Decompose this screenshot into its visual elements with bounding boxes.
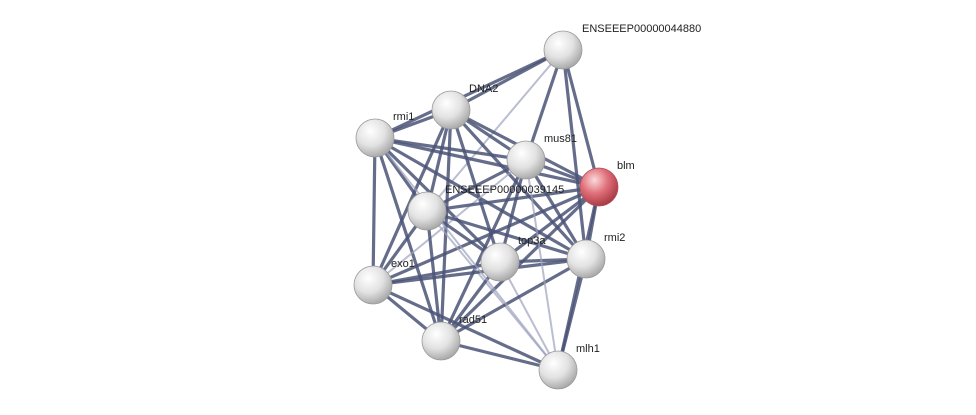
edge-rad51-mlh1 <box>439 339 560 372</box>
node-circle-exo1[interactable] <box>353 265 393 305</box>
edge-rmi1-exo1 <box>371 136 377 287</box>
edge-blm-exo1 <box>371 185 601 287</box>
node-rmi2[interactable]: rmi2 <box>566 232 625 279</box>
edge-DNA2-exo1 <box>371 108 453 287</box>
node-circle-ENSEEEP00000044880[interactable] <box>543 30 583 70</box>
node-label-rmi2: rmi2 <box>604 232 625 244</box>
edge-ENSEEEP00000044880-ENSEEEP00000039145 <box>426 49 564 212</box>
edge-rmi1-mus81 <box>373 136 528 162</box>
node-label-blm: blm <box>617 160 635 172</box>
edge-rmi1-mlh1 <box>374 137 559 371</box>
node-circle-mus81[interactable] <box>506 140 546 180</box>
edge-rmi1-blm <box>373 136 601 189</box>
node-circle-blm[interactable] <box>579 167 619 207</box>
node-rad51[interactable]: rad51 <box>421 314 487 361</box>
node-label-mus81: mus81 <box>544 133 577 145</box>
node-blm[interactable]: blm <box>579 160 635 207</box>
node-top3a[interactable]: top3a <box>480 235 546 282</box>
node-rmi1[interactable]: rmi1 <box>355 111 414 158</box>
edge-mus81-exo1 <box>372 159 527 286</box>
node-exo1[interactable]: exo1 <box>353 258 415 305</box>
node-circle-top3a[interactable] <box>480 242 520 282</box>
node-circle-rmi2[interactable] <box>566 239 606 279</box>
edge-ENSEEEP00000044880-rmi2 <box>561 48 588 261</box>
node-circle-rad51[interactable] <box>421 321 461 361</box>
node-label-mlh1: mlh1 <box>576 343 600 355</box>
node-circle-DNA2[interactable] <box>431 90 471 130</box>
node-label-rad51: rad51 <box>459 314 487 326</box>
node-label-top3a: top3a <box>518 235 546 247</box>
node-label-ENSEEEP00000044880: ENSEEEP00000044880 <box>582 23 701 35</box>
node-mus81[interactable]: mus81 <box>506 133 577 180</box>
node-circle-rmi1[interactable] <box>355 118 395 158</box>
edge-blm-top3a <box>498 185 601 264</box>
node-label-DNA2: DNA2 <box>469 83 498 95</box>
edge-ENSEEEP00000044880-rmi1 <box>373 48 565 140</box>
edge-mus81-mlh1 <box>525 159 559 371</box>
node-mlh1[interactable]: mlh1 <box>538 343 600 390</box>
edge-ENSEEEP00000039145-rmi2 <box>425 209 588 261</box>
node-ENSEEEP00000039145[interactable]: ENSEEEP00000039145 <box>407 184 564 231</box>
edge-rmi1-rmi2 <box>373 136 588 261</box>
edge-exo1-mlh1 <box>371 283 560 372</box>
node-label-rmi1: rmi1 <box>393 111 414 123</box>
node-ENSEEEP00000044880[interactable]: ENSEEEP00000044880 <box>543 23 701 70</box>
edge-top3a-mlh1 <box>499 261 559 371</box>
edge-ENSEEEP00000044880-blm <box>561 48 601 189</box>
node-label-exo1: exo1 <box>391 258 415 270</box>
node-circle-mlh1[interactable] <box>538 350 578 390</box>
node-DNA2[interactable]: DNA2 <box>431 83 498 130</box>
edge-blm-ENSEEEP00000039145 <box>425 185 601 213</box>
edge-blm-rad51 <box>439 185 601 343</box>
node-label-ENSEEEP00000039145: ENSEEEP00000039145 <box>445 184 564 196</box>
node-circle-ENSEEEP00000039145[interactable] <box>407 191 447 231</box>
